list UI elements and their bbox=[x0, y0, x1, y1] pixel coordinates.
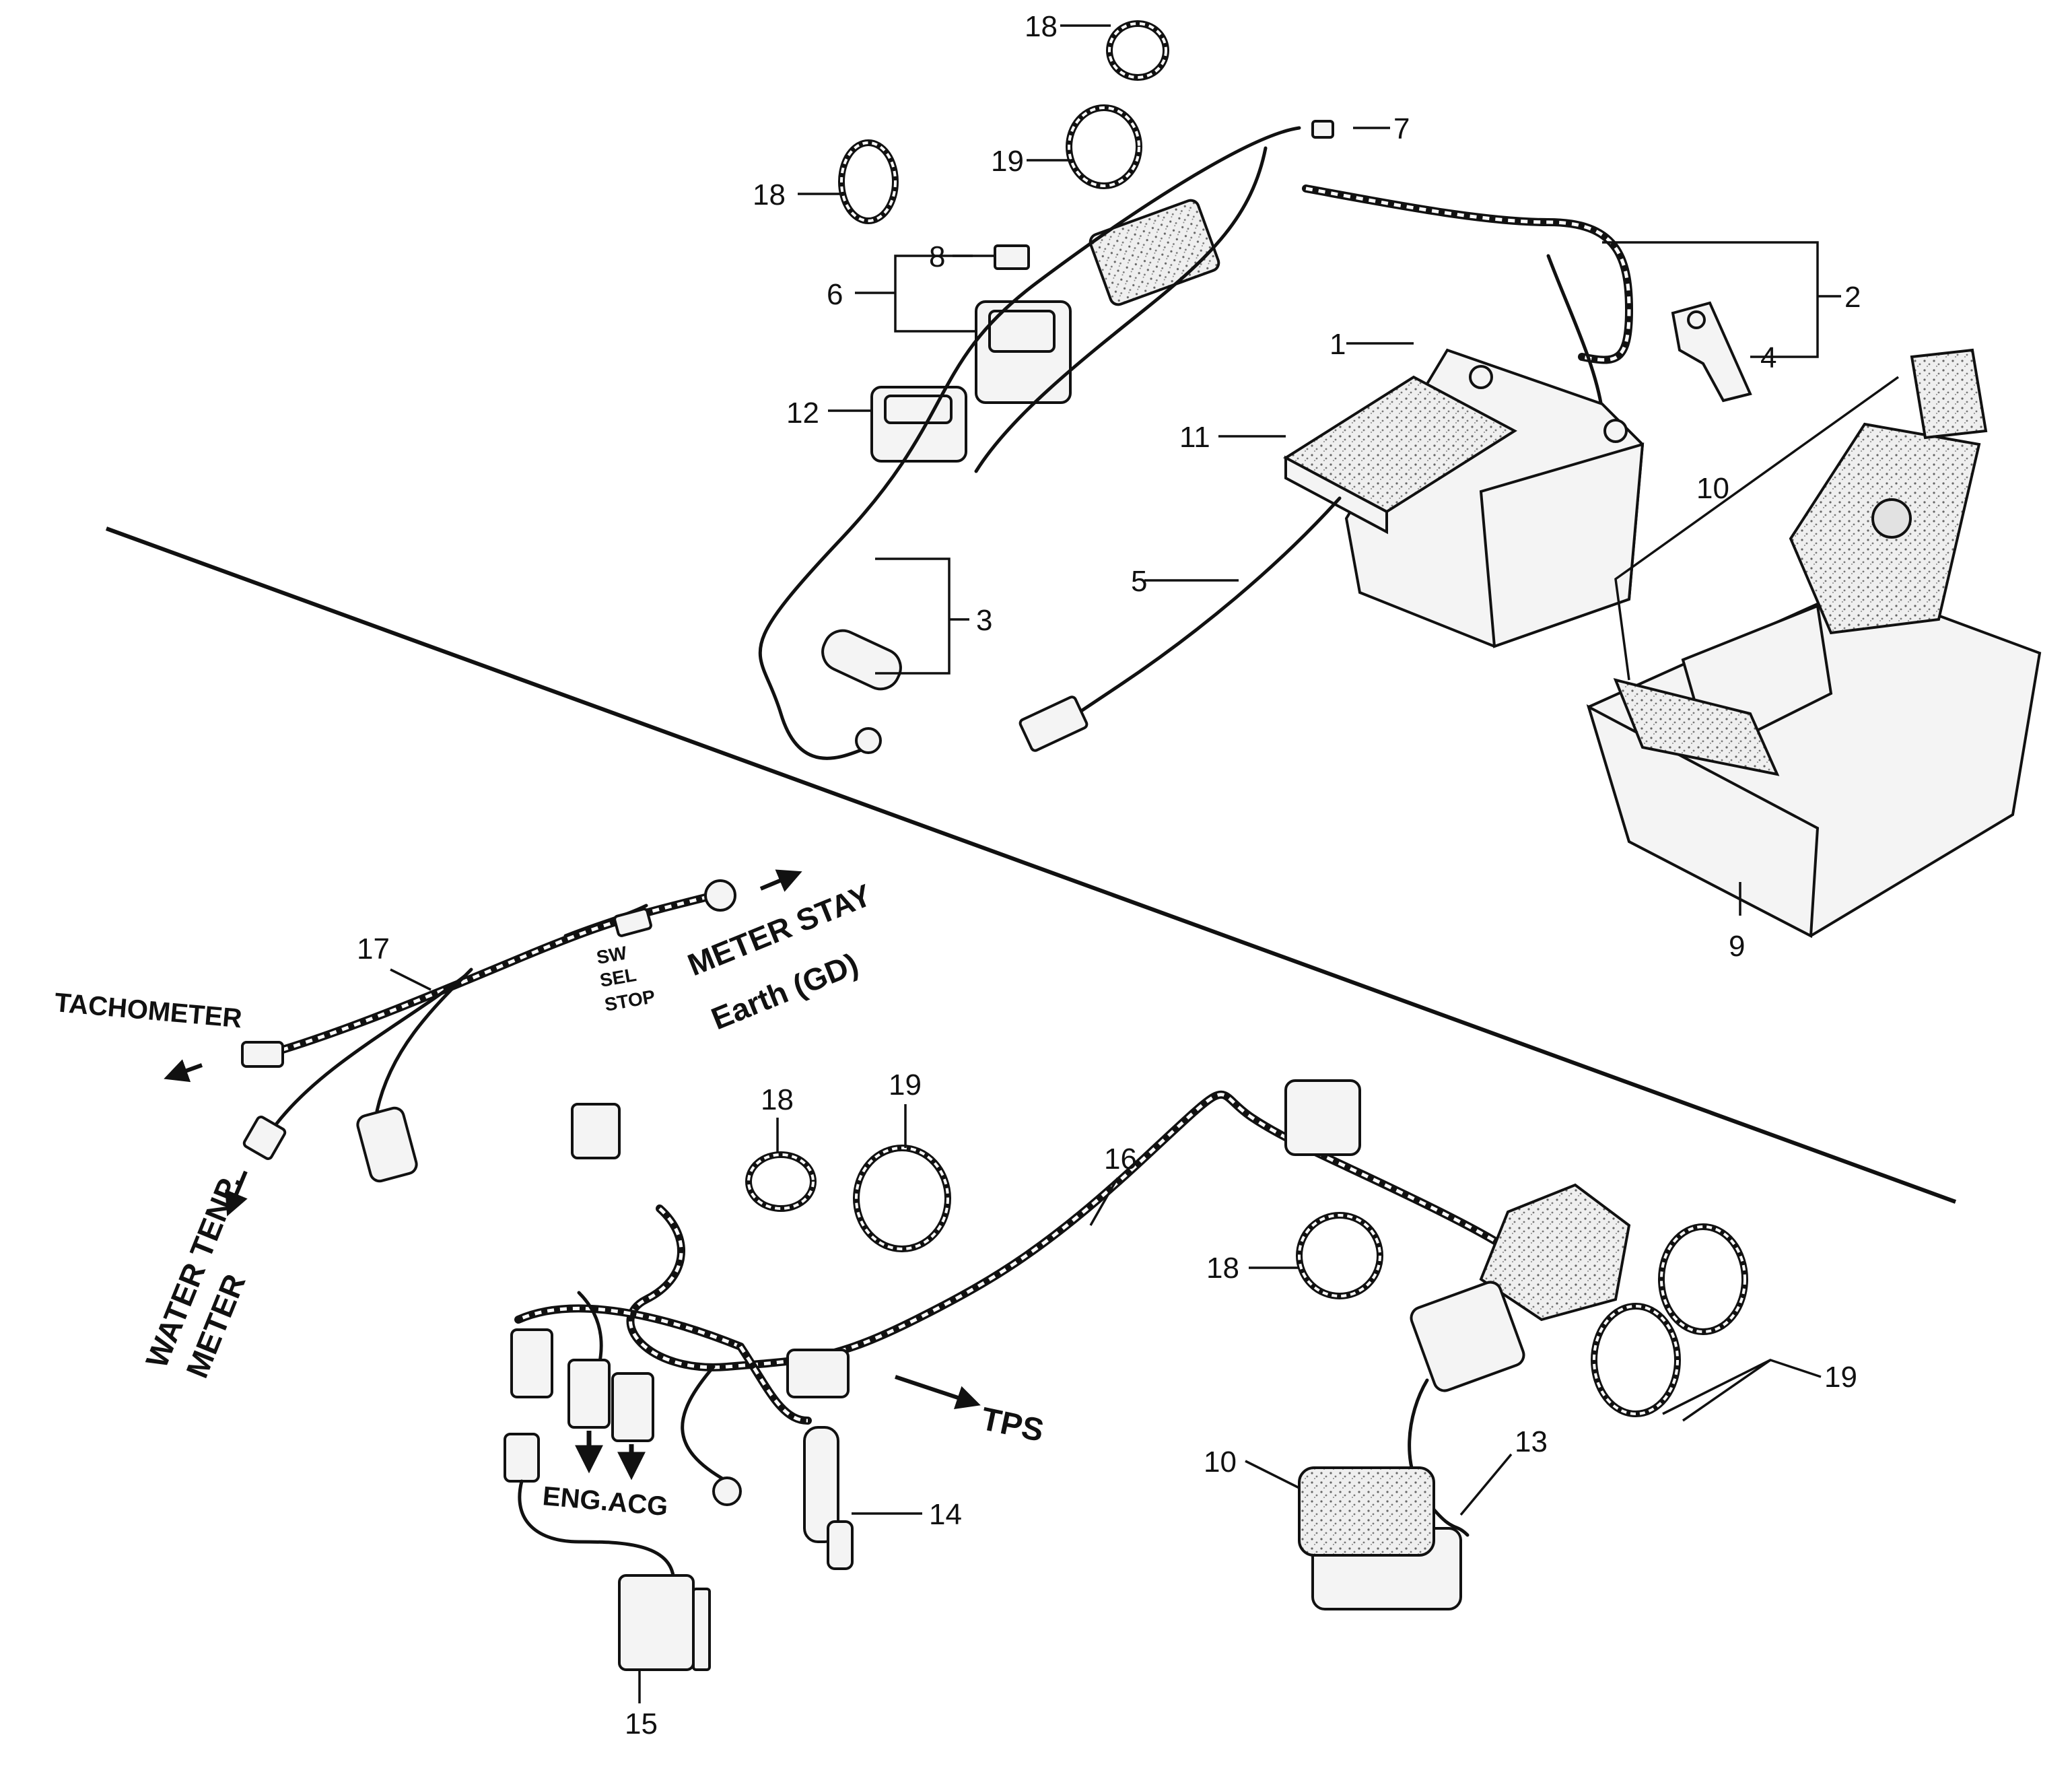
callout-10-upper: 10 bbox=[1696, 472, 1729, 505]
clip-ring-18-lower-left bbox=[745, 1151, 817, 1212]
tps-connector bbox=[786, 1349, 850, 1398]
bolt bbox=[1311, 120, 1334, 139]
label-eng-acg: ENG.ACG bbox=[541, 1481, 669, 1522]
switch-connector bbox=[356, 1106, 418, 1183]
callout-18-lower-left: 18 bbox=[761, 1083, 794, 1116]
case-pad-10-upper bbox=[1789, 348, 1988, 635]
label-sel: SEL bbox=[598, 964, 638, 991]
clip-ring-19-lower-right-b bbox=[1591, 1303, 1681, 1417]
callout-18-lower-right: 18 bbox=[1206, 1252, 1239, 1285]
callout-18-top: 18 bbox=[1025, 10, 1058, 43]
upper-left-connector bbox=[571, 1103, 621, 1159]
starter-relay bbox=[975, 300, 1072, 404]
clip-ring-18-lower-right bbox=[1296, 1212, 1383, 1299]
terminal-holder bbox=[1671, 301, 1752, 403]
callout-4: 4 bbox=[1760, 341, 1776, 374]
callout-3: 3 bbox=[976, 604, 992, 637]
clip-ring-19-top bbox=[1066, 104, 1142, 189]
o2-sensor-14 bbox=[803, 1426, 854, 1570]
negative-cable-5 bbox=[1048, 496, 1342, 736]
water-temp-connector bbox=[242, 1116, 287, 1160]
fuse-box-connector bbox=[1089, 199, 1220, 306]
lower-leader-lines bbox=[638, 1104, 1822, 1703]
label-sw: SW bbox=[595, 942, 629, 967]
callout-7: 7 bbox=[1393, 112, 1410, 145]
callout-8: 8 bbox=[929, 240, 945, 273]
label-tps: TPS bbox=[978, 1401, 1047, 1449]
main-harness-16 bbox=[626, 1090, 1552, 1371]
battery-pad-11 bbox=[1283, 375, 1517, 535]
callout-10-lower: 10 bbox=[1204, 1446, 1237, 1479]
callout-17: 17 bbox=[357, 932, 390, 965]
callout-15: 15 bbox=[625, 1707, 658, 1740]
regulator-module-15 bbox=[618, 1574, 711, 1671]
callout-6: 6 bbox=[827, 278, 843, 311]
label-stop: STOP bbox=[603, 986, 657, 1015]
callout-1: 1 bbox=[1329, 328, 1346, 361]
upper-right-connector bbox=[1284, 1079, 1361, 1156]
eng-acg-connectors bbox=[504, 1328, 654, 1483]
case-pad-10-front bbox=[1613, 678, 1780, 776]
ecm-connector-cluster bbox=[1410, 1183, 1631, 1392]
callout-19-lower-left: 19 bbox=[889, 1068, 922, 1101]
callout-14: 14 bbox=[929, 1498, 962, 1531]
tachometer-connector bbox=[241, 1041, 284, 1068]
clip-ring-18-left bbox=[838, 139, 899, 224]
callout-16: 16 bbox=[1104, 1143, 1137, 1176]
fuse bbox=[994, 244, 1030, 270]
callout-18-left: 18 bbox=[753, 178, 786, 211]
clip-ring-19-lower-right-a bbox=[1658, 1223, 1748, 1335]
callout-5: 5 bbox=[1131, 565, 1147, 598]
clip-ring-19-lower-left bbox=[853, 1145, 951, 1252]
callout-9: 9 bbox=[1729, 930, 1745, 963]
callout-13: 13 bbox=[1515, 1425, 1548, 1458]
meter-stay-ring-terminal bbox=[613, 879, 736, 937]
ecm-pad-10 bbox=[1298, 1466, 1435, 1557]
callout-11: 11 bbox=[1179, 421, 1210, 454]
callout-2: 2 bbox=[1844, 281, 1861, 314]
callout-19-lower-right: 19 bbox=[1824, 1361, 1857, 1394]
label-tachometer: TACHOMETER bbox=[53, 988, 243, 1033]
callout-19-top: 19 bbox=[991, 145, 1024, 178]
separator-line bbox=[105, 527, 1957, 1204]
upper-leader-lines bbox=[798, 24, 1900, 916]
battery-terminal-3 bbox=[821, 629, 902, 754]
ground-connector-5 bbox=[1018, 695, 1089, 752]
callout-12: 12 bbox=[786, 397, 819, 430]
battery-case bbox=[1586, 584, 2042, 939]
clip-ring-18-top bbox=[1106, 20, 1169, 81]
battery-cable-3 bbox=[758, 126, 1301, 760]
relay-12 bbox=[870, 386, 967, 463]
